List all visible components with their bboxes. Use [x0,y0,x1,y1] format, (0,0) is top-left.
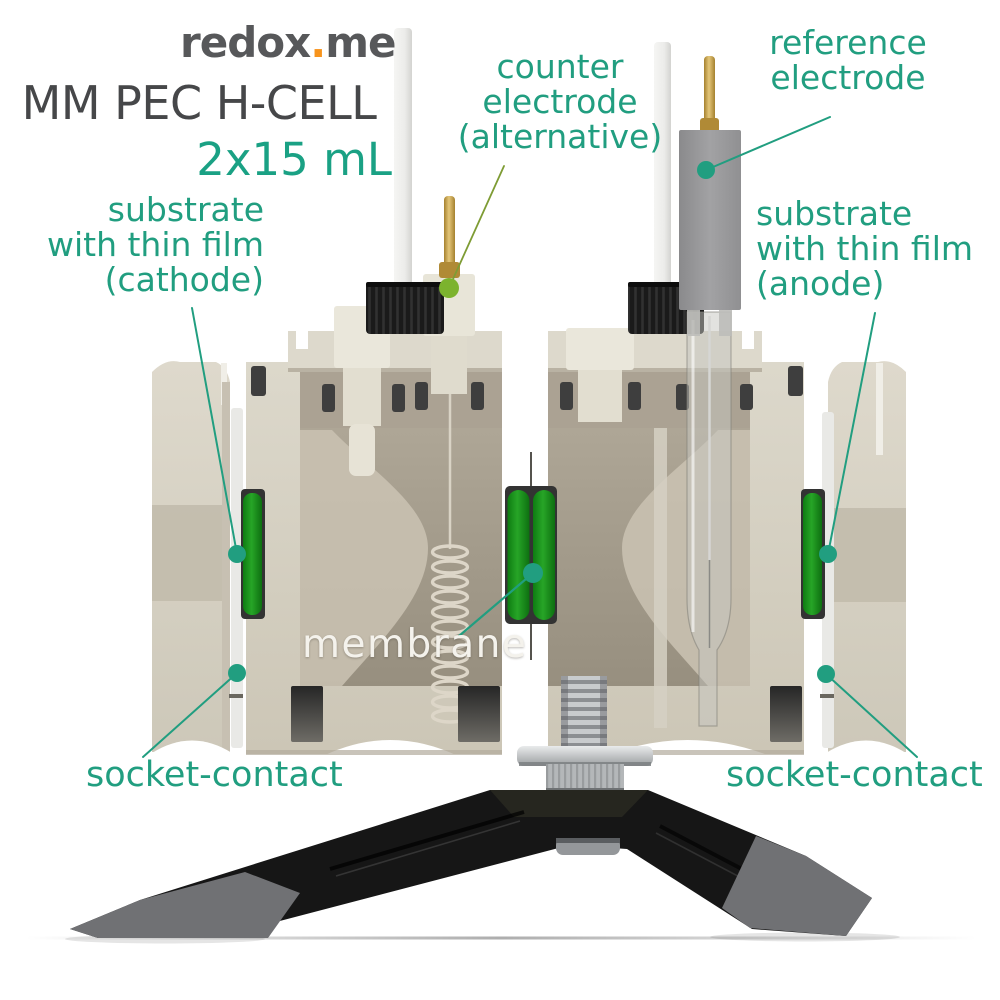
substrate-strip-cathode [231,408,243,748]
leader-socket-left [142,672,238,758]
brand-logo-part1: redox [180,18,311,67]
top-rods [394,28,671,300]
dot-substrate-anode [819,545,837,563]
leader-socket-right [825,673,918,758]
dot-counter-electrode [439,278,459,298]
label-socket-contact-right: socket-contact [726,755,983,795]
label-socket-contact-left: socket-contact [86,755,343,795]
label-counter-electrode: counter electrode (alternative) [457,47,663,156]
label-reference-electrode: reference electrode [769,23,927,97]
counter-electrode-rod [394,28,412,292]
clamp-right [826,361,906,764]
leader-substrate-anode [827,312,876,555]
substrate-gap-left [229,694,243,698]
brand-logo-dot: . [310,18,326,67]
reference-electrode [679,56,741,336]
dot-reference-electrode [697,161,715,179]
left-half-cell [246,196,502,754]
reference-electrode-pin [704,56,715,122]
dot-substrate-cathode [228,545,246,563]
counter-electrode-pin [439,196,460,278]
rod-in-cell [654,428,667,728]
clamp-left [152,361,232,764]
stand-foot-right [722,836,872,936]
left-cell-cap [366,282,444,334]
mount-disc [517,746,653,766]
right-cell-rod [654,42,671,300]
leader-lines [142,116,918,758]
product-volume: 2x15 mL [196,133,392,186]
brand-logo: redox.me [180,18,396,67]
substrate-anode-gasket [801,489,825,619]
dot-socket-right [817,665,835,683]
leader-substrate-cathode [191,307,238,555]
label-substrate-anode: substrate with thin film (anode) [756,194,974,303]
stand [70,790,872,938]
label-substrate-cathode: substrate with thin film (cathode) [46,190,264,299]
glass-tube [686,311,732,727]
dot-socket-left [228,664,246,682]
dot-membrane [523,563,543,583]
substrate-gap-right [820,694,834,698]
leader-counter-electrode [448,165,505,289]
label-membrane: membrane [302,622,528,667]
membrane-assembly [505,452,557,660]
brand-logo-part2: me [325,18,396,67]
substrate-cathode-gasket [241,489,265,619]
product-title: MM PEC H-CELL [21,76,377,130]
leader-membrane [457,571,535,638]
stand-foot-left [70,872,300,938]
leader-reference-electrode [705,116,831,171]
